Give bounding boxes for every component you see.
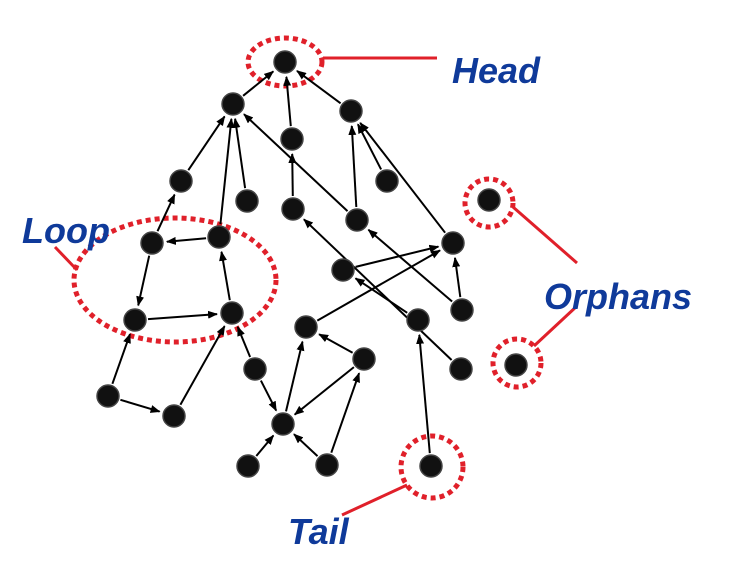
graph-node-c1	[345, 208, 369, 232]
orphans-label: Orphans	[544, 276, 693, 317]
edge-layer	[111, 70, 462, 457]
graph-node-e1	[243, 357, 267, 381]
graph-node-a3	[339, 99, 363, 123]
graph-node-o2	[504, 353, 528, 377]
orphans-leader-line	[532, 304, 579, 348]
edge-e3-d2	[318, 333, 354, 354]
edge-b4-a2	[288, 153, 297, 197]
graph-node-g2	[315, 453, 339, 477]
edge-e1-l4	[236, 325, 252, 358]
graph-node-l3	[123, 308, 147, 332]
tail-label: Tail	[288, 511, 349, 552]
edge-f1-f2	[120, 398, 161, 413]
edge-g2-e2	[293, 433, 319, 457]
graph-node-b2	[235, 189, 259, 213]
edge-l3-l4	[147, 310, 218, 321]
node-layer	[96, 50, 528, 478]
graph-node-d1	[441, 231, 465, 255]
edge-l1-b1	[156, 193, 176, 232]
edge-f3-d3	[416, 333, 431, 454]
orphan-highlight	[462, 176, 516, 230]
graph-node-a1	[221, 92, 245, 116]
loop-label: Loop	[22, 210, 110, 251]
edge-b3-a3	[357, 123, 382, 170]
edge-e3-e2	[293, 366, 355, 416]
edge-f2-l4	[179, 325, 226, 406]
edge-g1-e2	[255, 434, 275, 457]
edge-b2-a1	[232, 117, 247, 189]
graph-node-e4	[450, 298, 474, 322]
graph-node-head	[273, 50, 297, 74]
edge-e1-e2	[260, 380, 278, 412]
graph-node-d3	[406, 308, 430, 332]
edge-a2-head	[283, 75, 292, 127]
graph-node-l2	[207, 225, 231, 249]
tail-highlight	[398, 433, 466, 501]
tail-leader-line	[341, 483, 408, 517]
edge-d3-c2	[354, 277, 408, 314]
edge-d2-d1	[316, 249, 441, 322]
edge-l2-a1	[219, 117, 235, 225]
edge-l1-l3	[136, 255, 151, 307]
graph-node-g1	[236, 454, 260, 478]
graph-node-c2	[331, 258, 355, 282]
edge-l2-l1	[165, 236, 207, 245]
edge-f1-l3	[111, 333, 131, 385]
graph-node-o1	[477, 188, 501, 212]
edge-g2-e3	[330, 372, 361, 454]
highlight-layer	[53, 35, 579, 517]
edge-c1-a3	[348, 125, 358, 208]
edge-e4-c1	[367, 229, 453, 303]
edge-g3-b4	[303, 218, 453, 361]
graph-node-b3	[375, 169, 399, 193]
graph-node-g3	[449, 357, 473, 381]
head-label: Head	[452, 50, 541, 91]
edge-a3-head	[296, 70, 342, 105]
edge-c2-d1	[355, 244, 440, 268]
graph-node-b4	[281, 197, 305, 221]
graph-node-d2	[294, 315, 318, 339]
graph-node-f3	[419, 454, 443, 478]
orphans-leader-line	[512, 205, 578, 265]
edge-e2-d2	[285, 340, 305, 412]
loop-highlight	[71, 215, 279, 345]
loop-leader-line	[53, 245, 79, 272]
edge-d1-a3	[359, 122, 446, 234]
graph-node-f1	[96, 384, 120, 408]
edge-b1-a1	[187, 115, 226, 171]
edge-l4-l2	[219, 250, 231, 301]
edge-e4-d1	[452, 256, 462, 298]
graph-node-e3	[352, 347, 376, 371]
graph-node-e2	[271, 412, 295, 436]
graph-node-l1	[140, 231, 164, 255]
graph-node-b1	[169, 169, 193, 193]
graph-node-f2	[162, 404, 186, 428]
edge-a1-head	[242, 70, 275, 97]
orphan-highlight	[490, 336, 544, 390]
graph-node-l4	[220, 301, 244, 325]
graph-node-a2	[280, 127, 304, 151]
